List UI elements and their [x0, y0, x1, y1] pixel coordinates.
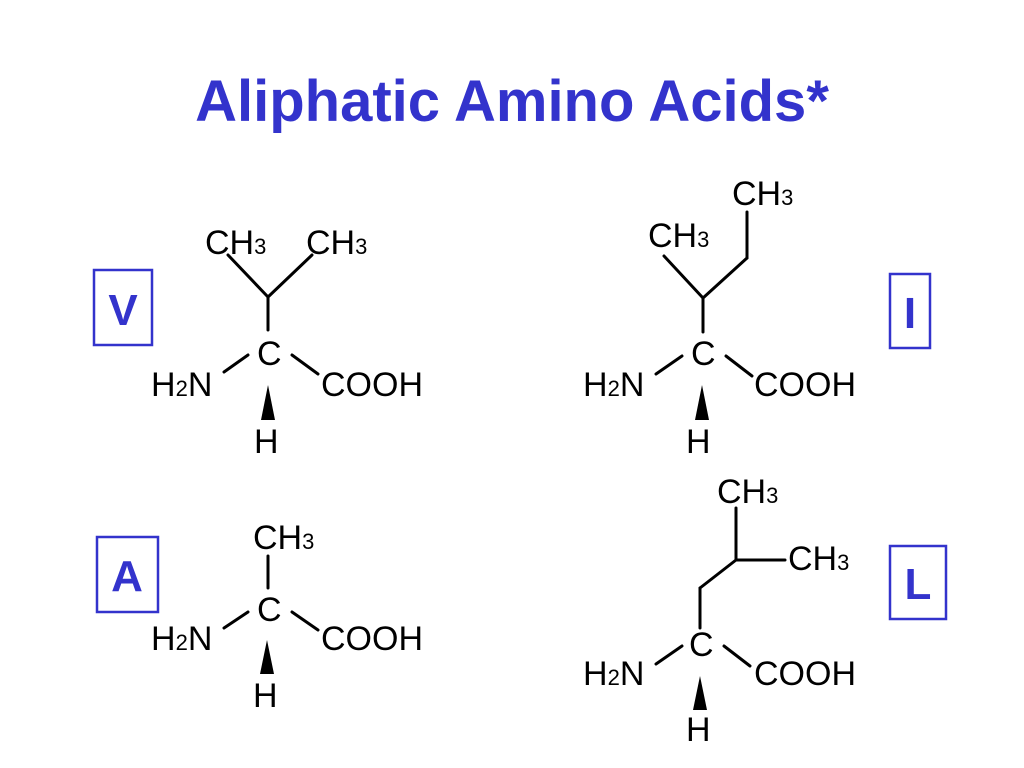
carboxyl-label: COOH: [754, 366, 856, 404]
bond: [654, 644, 684, 666]
methyl-label: CH3: [648, 217, 709, 255]
methyl-label: CH3: [253, 519, 314, 557]
leucine-structure: CH3 CH3 C H2N COOH H: [583, 473, 856, 749]
bond: [226, 253, 270, 299]
hydrogen-label: H: [686, 423, 711, 461]
code-box-valine: V: [92, 268, 154, 347]
bond: [662, 254, 705, 300]
amine-label: H2N: [151, 620, 212, 658]
hydrogen-label: H: [254, 423, 279, 461]
code-letter: L: [905, 560, 932, 609]
bond: [701, 256, 749, 300]
page-title: Aliphatic Amino Acids*: [195, 69, 829, 134]
hydrogen-label: H: [686, 711, 711, 749]
methyl-label: CH3: [732, 175, 793, 213]
bond: [290, 610, 320, 632]
stereo-wedge: [261, 385, 275, 420]
hydrogen-label: H: [253, 677, 278, 715]
bond: [722, 644, 752, 668]
code-letter: I: [904, 289, 916, 338]
amine-label: H2N: [151, 366, 212, 404]
methyl-label: CH3: [306, 224, 367, 262]
valine-structure: CH3 CH3 C H2N COOH H: [151, 224, 423, 461]
methyl-label: CH3: [205, 224, 266, 262]
stereo-wedge: [693, 676, 707, 710]
alanine-structure: CH3 C H2N COOH H: [151, 519, 423, 715]
code-letter: V: [108, 286, 138, 335]
alpha-carbon-label: C: [257, 335, 282, 373]
bond: [222, 610, 250, 630]
carboxyl-label: COOH: [321, 620, 423, 658]
amine-label: H2N: [583, 366, 644, 404]
bond: [698, 558, 738, 590]
code-box-alanine: A: [95, 535, 160, 614]
methyl-label: CH3: [717, 473, 778, 511]
code-box-leucine: L: [888, 544, 948, 621]
stereo-wedge: [695, 385, 709, 420]
code-box-isoleucine: I: [888, 272, 932, 350]
alpha-carbon-label: C: [689, 626, 714, 664]
amine-label: H2N: [583, 655, 644, 693]
bond: [724, 354, 754, 378]
alpha-carbon-label: C: [257, 591, 282, 629]
bond: [266, 253, 314, 299]
code-letter: A: [111, 552, 143, 601]
bond: [290, 353, 320, 376]
carboxyl-label: COOH: [321, 366, 423, 404]
alpha-carbon-label: C: [691, 335, 716, 373]
methyl-label: CH3: [788, 540, 849, 578]
stereo-wedge: [260, 640, 274, 674]
isoleucine-structure: CH3 CH3 C H2N COOH H: [583, 175, 856, 461]
bond: [222, 353, 250, 374]
bond: [654, 354, 684, 376]
carboxyl-label: COOH: [754, 655, 856, 693]
